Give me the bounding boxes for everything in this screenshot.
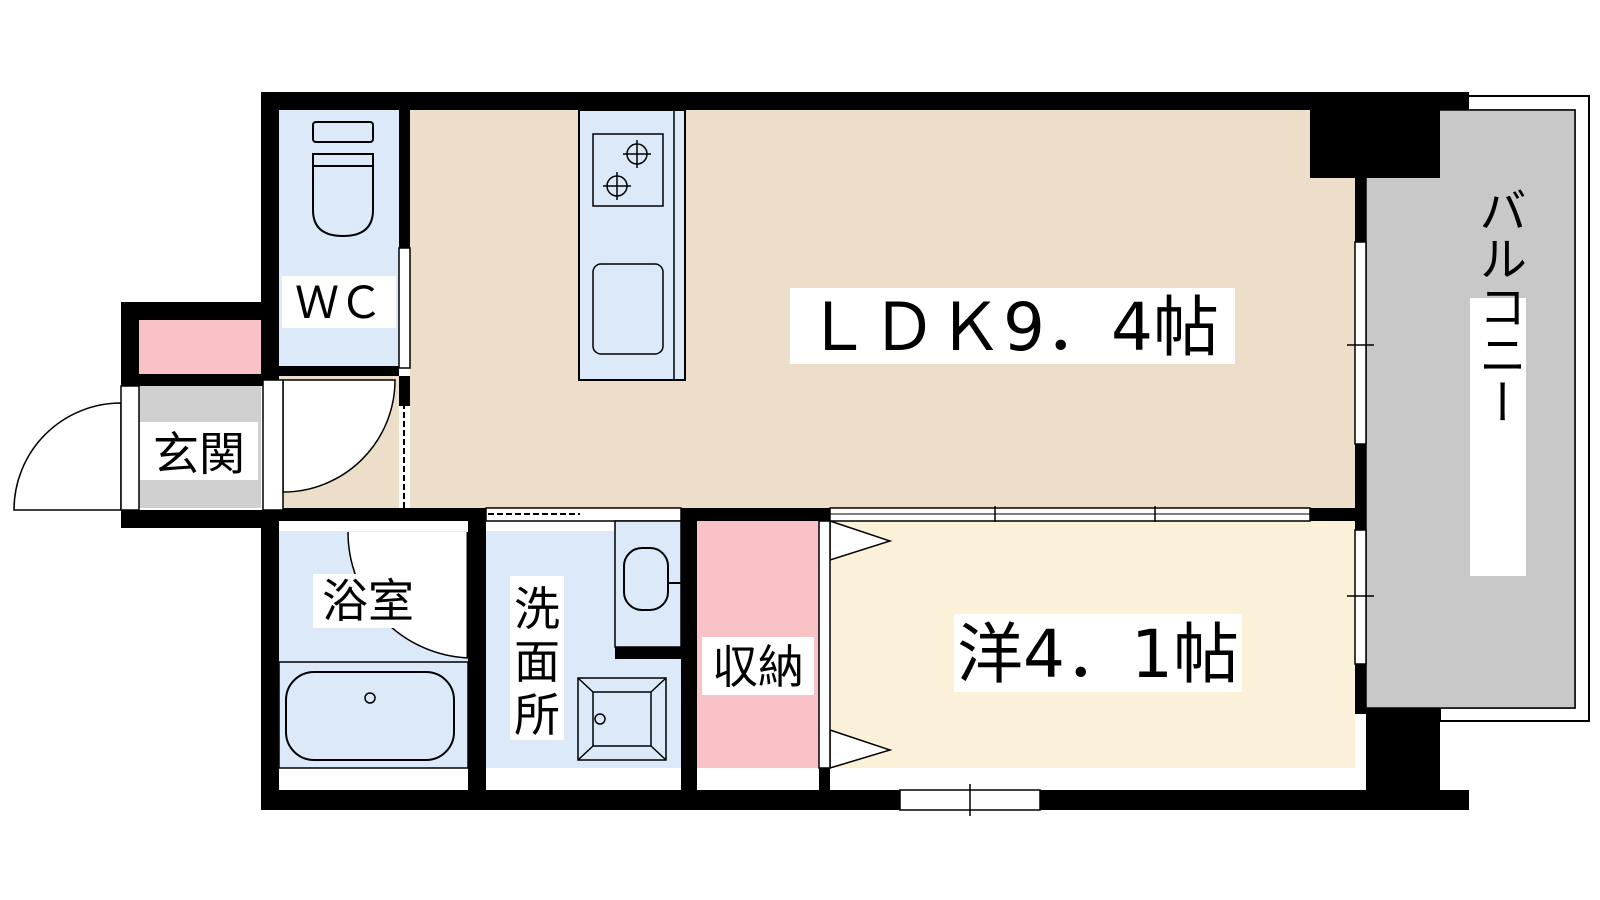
western-window [1354,529,1367,665]
wall-balcony-corner-bottom [1366,708,1440,810]
entrance-wall-left-top [121,302,139,386]
bathtub-drain-icon [364,692,376,704]
washroom-partition [615,647,681,659]
wc-label-bg [282,276,396,328]
toilet-icon [312,121,374,238]
wc-wall-right [399,110,410,248]
western-label-bg [954,614,1242,692]
balcony-label: バルコニー [1470,186,1526,426]
entrance-wall-bottom [121,510,279,528]
storage-door-frame [818,520,831,769]
wc-label: ＷＣ [295,278,383,329]
ldk-label-bg [790,288,1235,364]
wall-mid-horizontal-left [279,508,486,521]
wc-floor [279,110,399,376]
ldk-label: ＬＤＫ9．4帖 [805,289,1219,366]
entrance-label-bg [140,422,258,480]
ldk-window [1354,241,1367,445]
wall-left-lower [261,510,279,810]
wall-balcony-corner-top [1366,92,1440,178]
entrance-divider [139,374,279,386]
wall-top [261,92,1469,110]
entrance-door-leaf [120,385,140,511]
washroom-wall-right [681,508,697,790]
washing-machine-pan-icon [577,677,667,761]
hall-door-leaf [262,379,284,511]
storage-label-bg [702,637,814,695]
washbasin-icon [623,547,669,611]
washroom-label-line-3: 所 [514,688,560,742]
hall-door-swing [282,379,396,493]
entrance-label: 玄関 [153,427,245,481]
wall-mid-horizontal-right [681,508,830,521]
wall-right-a [1355,178,1366,242]
wall-right-c [1355,664,1366,714]
entrance-wall-top [121,302,279,320]
wall-bottom [261,790,1469,810]
wall-right-b [1355,444,1366,530]
wc-sliding-panel [398,247,411,369]
wall-mid-horizontal-east [1310,508,1366,521]
bath-label: 浴室 [322,574,414,628]
washroom-sliding-panel [485,507,682,522]
entrance-door-swing [13,402,122,511]
bath-label-bg [313,574,423,628]
washroom-label-bg [510,576,564,740]
stove-icon [592,133,664,207]
wall-left-upper [261,92,279,384]
sink-icon [592,263,664,355]
bathtub-icon [285,671,455,761]
shoe-closet-floor [139,320,261,374]
storage-label: 収納 [712,640,804,694]
bath-wall-right [468,521,486,790]
washroom-label-line-2: 面 [514,635,560,689]
wall-top-corner [1310,92,1366,178]
balcony-label-bg [1470,298,1526,576]
wc-wall-bottom [279,366,399,376]
washroom-label-line-1: 洗 [514,582,560,636]
western-label: 洋4．1帖 [957,616,1239,693]
